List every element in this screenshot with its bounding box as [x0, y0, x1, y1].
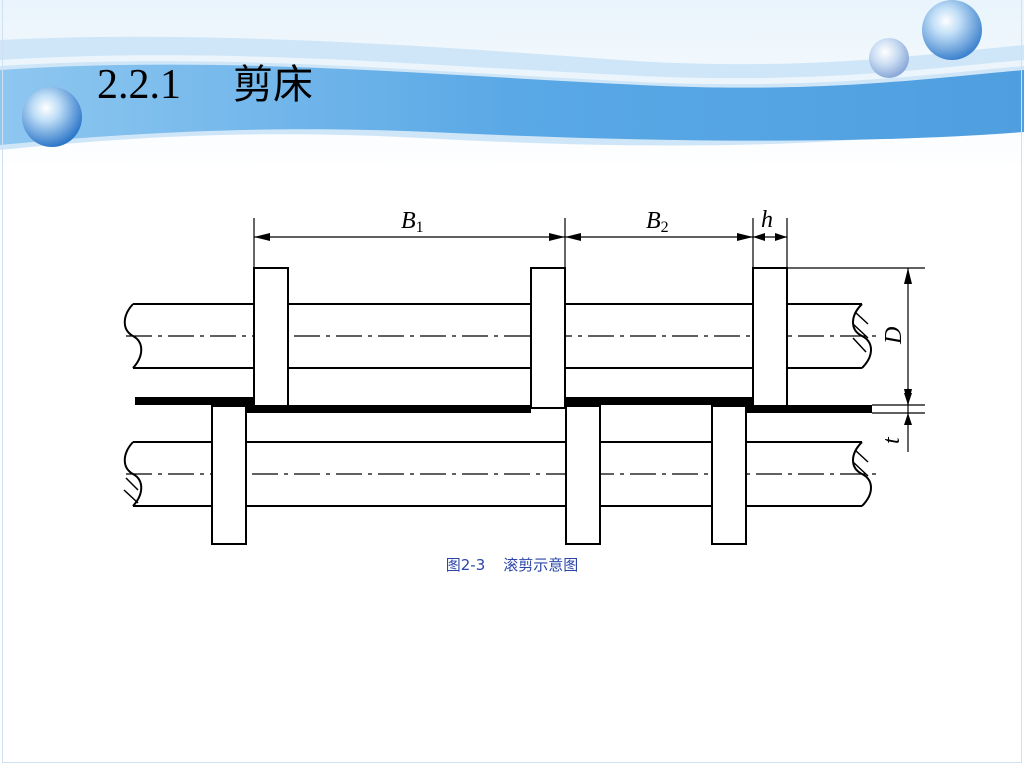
- bubble-right-small: [869, 38, 909, 78]
- lower-disc-1: [211, 405, 247, 545]
- caption-number: 图2-3: [445, 556, 486, 574]
- upper-discs: [253, 267, 788, 409]
- upper-disc-3: [752, 267, 788, 409]
- dimension-t: [904, 388, 912, 452]
- banner-wave-main: [0, 64, 1024, 145]
- title-number: 2.2.1: [97, 62, 181, 108]
- bubble-right-large: [922, 0, 982, 60]
- caption-text: 滚剪示意图: [503, 556, 579, 574]
- header-banner: [0, 0, 1024, 170]
- label-h: h: [761, 207, 773, 233]
- title-text: 剪床: [233, 62, 313, 108]
- label-b1: B1: [401, 208, 424, 236]
- extension-lines: [253, 218, 925, 414]
- slide-title: 2.2.1 剪床: [97, 52, 313, 110]
- label-d: D: [881, 327, 907, 345]
- banner-wave-highlight: [0, 55, 1024, 85]
- lower-discs: [211, 405, 747, 545]
- lower-disc-3: [711, 405, 747, 545]
- bubble-left: [22, 87, 82, 147]
- dimension-b2: [565, 233, 753, 241]
- upper-disc-1: [253, 267, 289, 409]
- label-t: t: [879, 436, 905, 444]
- upper-disc-2: [530, 267, 566, 409]
- lower-disc-2: [565, 405, 601, 545]
- strip-material: [135, 397, 872, 413]
- label-b2: B2: [646, 208, 669, 236]
- dimension-h: [753, 233, 787, 241]
- dimension-b1: [254, 233, 565, 241]
- figure-caption: 图2-3 滚剪示意图: [0, 554, 1024, 575]
